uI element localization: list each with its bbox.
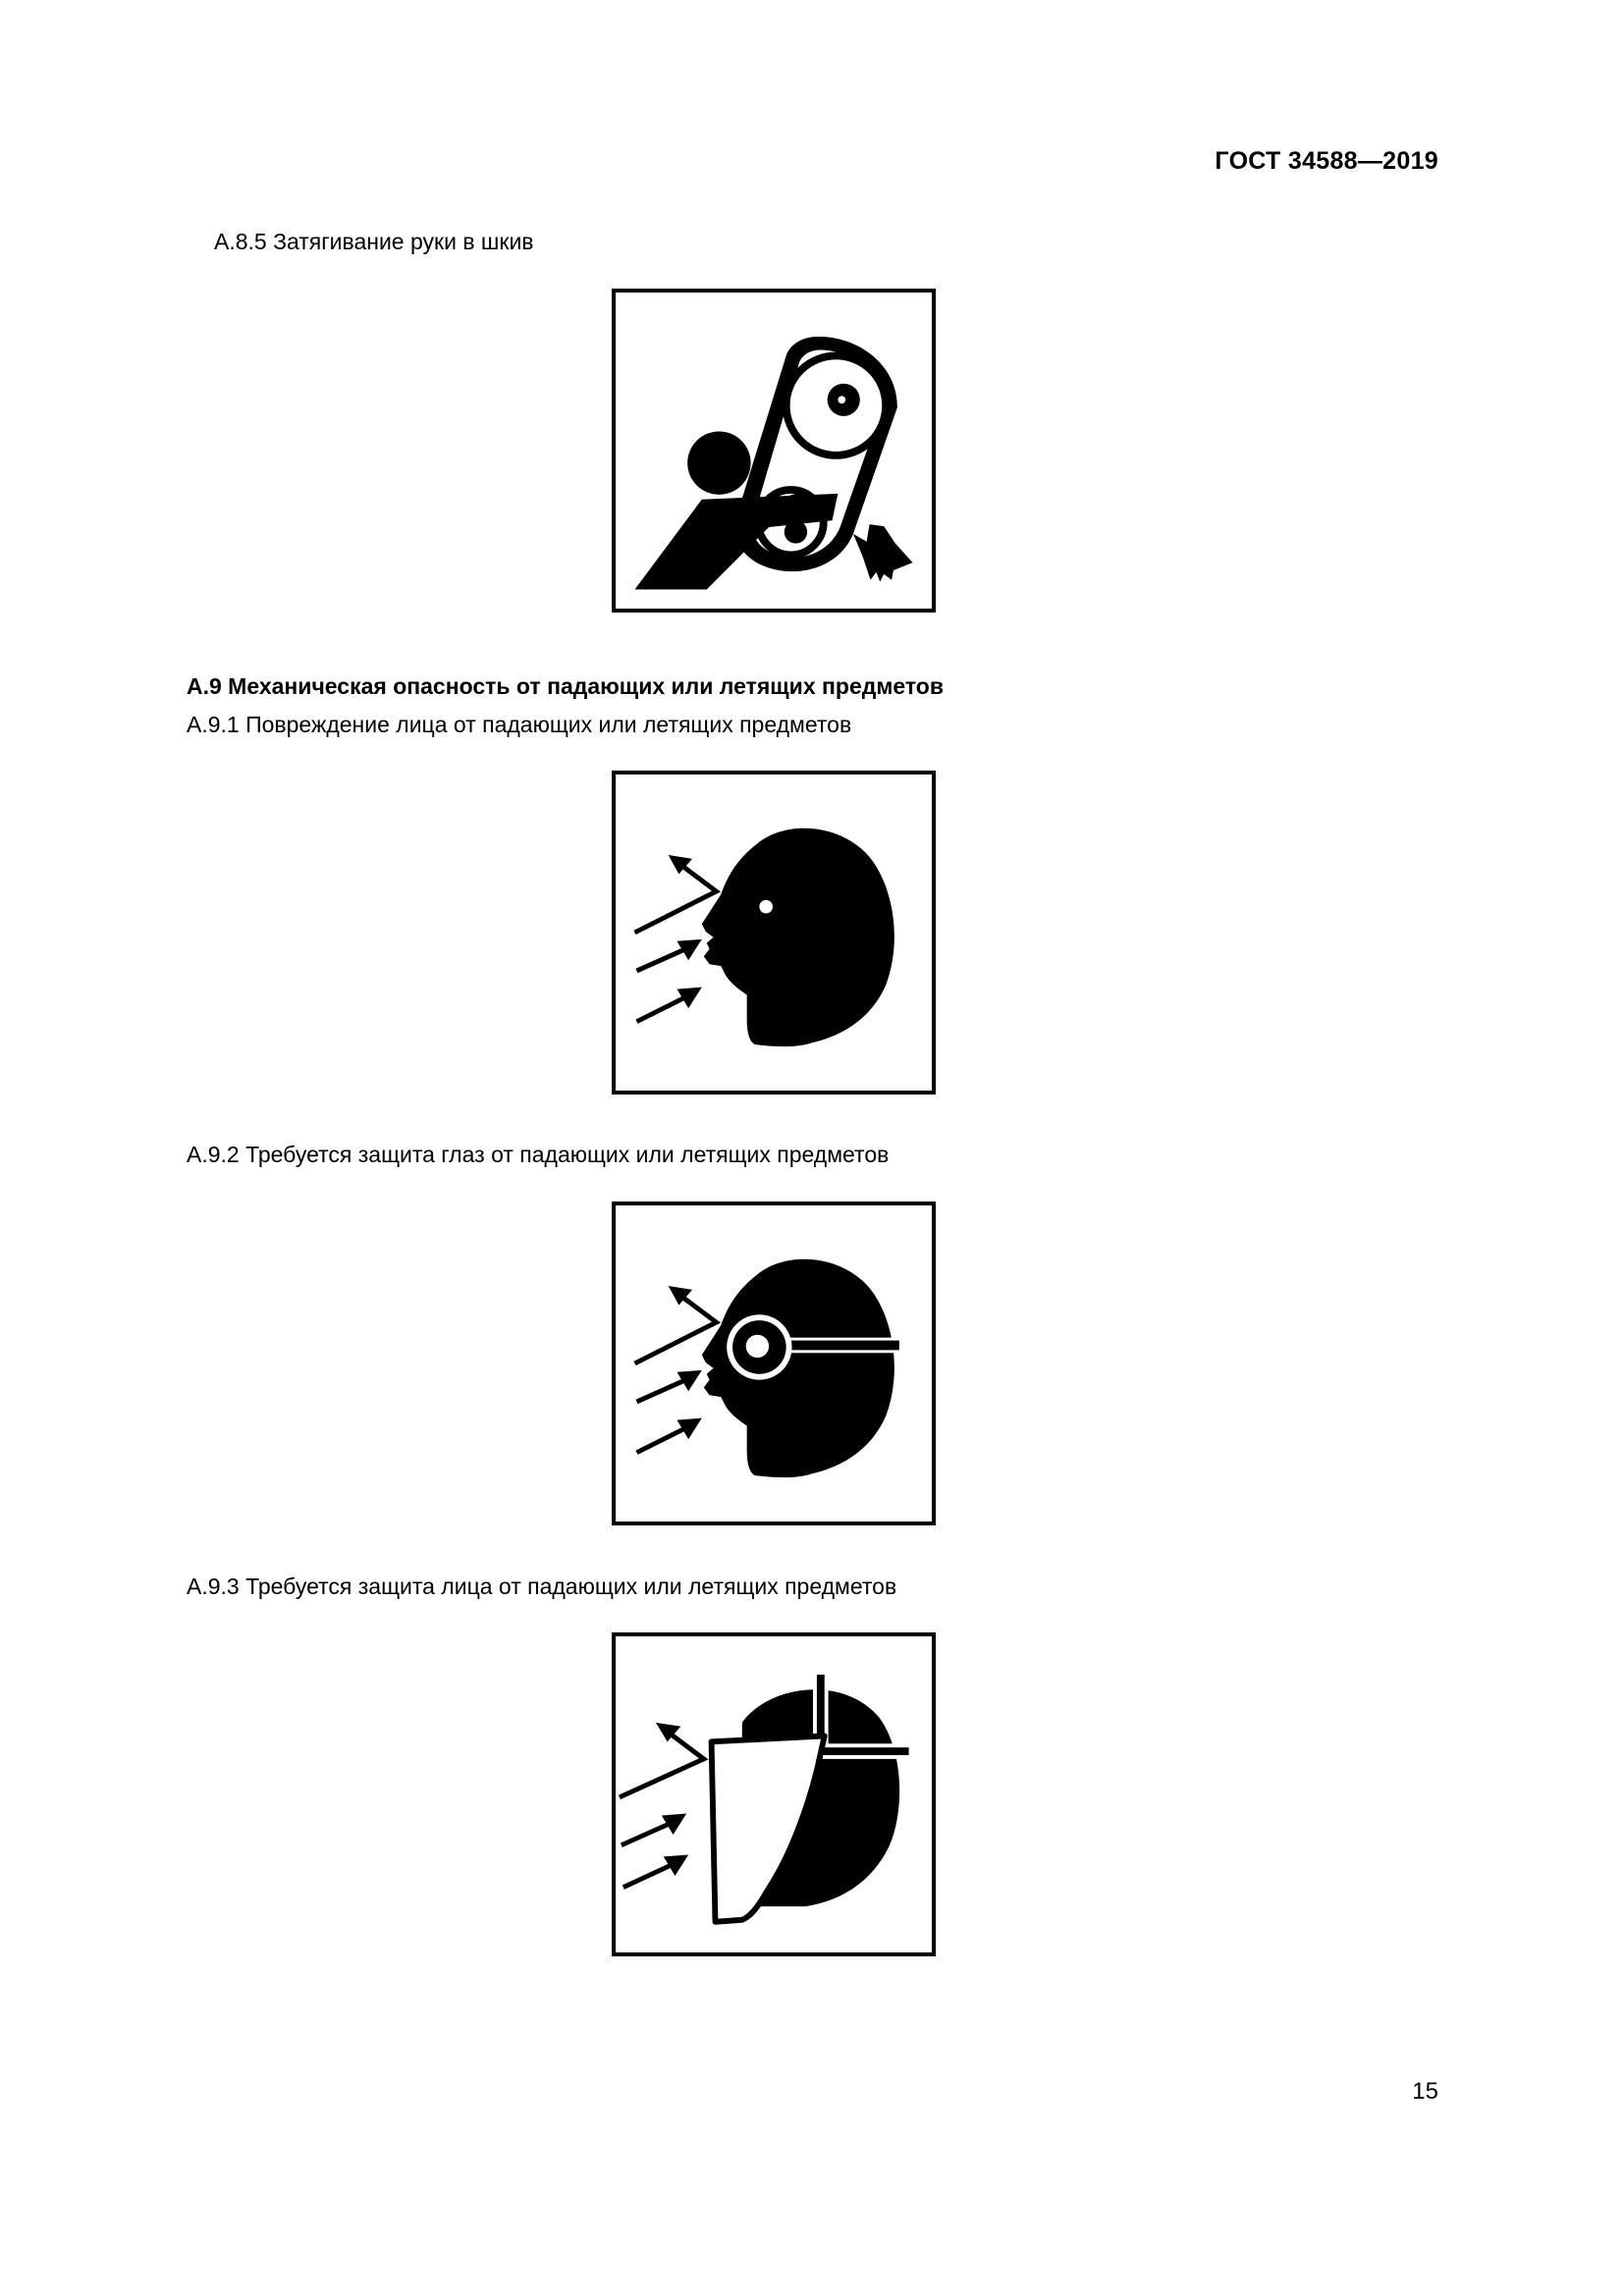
item-a91-title: А.9.1 Повреждение лица от падающих или л…: [187, 712, 852, 737]
section-a9-heading: А.9 Механическая опасность от падающих и…: [187, 673, 944, 699]
item-a93-title: А.9.3 Требуется защита лица от падающих …: [187, 1574, 897, 1599]
face-injury-flying-objects-icon: [612, 771, 936, 1095]
eye-protection-required-icon: [612, 1201, 936, 1525]
item-a92-title: А.9.2 Требуется защита глаз от падающих …: [187, 1142, 890, 1167]
face-shield-required-icon: [612, 1632, 936, 1956]
item-a85-title: А.8.5 Затягивание руки в шкив: [214, 229, 534, 254]
hand-pulley-entanglement-icon: [612, 289, 936, 613]
document-code: ГОСТ 34588—2019: [1215, 147, 1438, 175]
page-number: 15: [1412, 2078, 1438, 2105]
